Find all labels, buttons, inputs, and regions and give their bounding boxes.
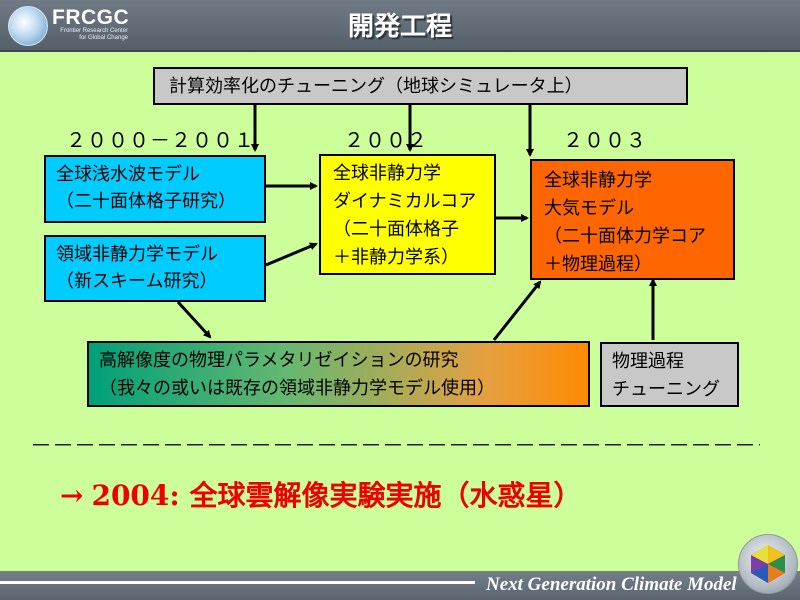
arrow-regional-to-core bbox=[265, 242, 318, 267]
dashed-separator: －－－－－－－－－－－－－－－－－－－－－－－－－－－－－－－－－－－－－ bbox=[30, 434, 760, 459]
dynamical-core-box: 全球非静力学 ダイナミカルコア （二十面体格子 ＋非静力学系） bbox=[319, 154, 496, 275]
icosahedron-icon bbox=[738, 534, 798, 594]
tuning-computation-box: 計算効率化のチューニング（地球シミュレータ上） bbox=[153, 67, 688, 105]
year-2002: ２００２ bbox=[344, 128, 428, 152]
footer-text: Next Generation Climate Model bbox=[486, 574, 737, 595]
header-bar: FRCGC Frontier Research Center for Globa… bbox=[0, 0, 800, 52]
footer-bar: Next Generation Climate Model bbox=[0, 571, 800, 600]
atmosphere-model-box: 全球非静力学 大気モデル （二十面体力学コア ＋物理過程） bbox=[530, 159, 735, 280]
physics-research-box: 高解像度の物理パラメタリゼイションの研究 （我々の或いは既存の領域非静力学モデル… bbox=[87, 341, 590, 407]
arrow-research-to-atmosphere bbox=[492, 280, 542, 341]
shallow-water-model-box: 全球浅水波モデル （二十面体格子研究） bbox=[44, 155, 266, 223]
result-line: →2004: 全球雲解像実験実施（水惑星） bbox=[60, 474, 581, 514]
logo-subtitle: Frontier Research Center for Global Chan… bbox=[60, 28, 128, 41]
frcgc-logo-icon bbox=[8, 6, 48, 46]
footer-line bbox=[0, 581, 475, 584]
regional-model-box: 領域非静力学モデル （新スキーム研究） bbox=[44, 235, 266, 302]
year-2003: ２００３ bbox=[563, 128, 647, 152]
right-arrow-icon: → bbox=[60, 479, 84, 512]
arrow-regional-to-research bbox=[176, 300, 212, 339]
slide-title: 開発工程 bbox=[347, 12, 452, 42]
year-2000-2001: ２０００－２００１ bbox=[66, 128, 255, 152]
logo-text: FRCGC bbox=[52, 6, 130, 29]
physics-tuning-box: 物理過程 チューニング bbox=[600, 342, 739, 407]
result-text: 2004: 全球雲解像実験実施（水惑星） bbox=[91, 479, 582, 512]
